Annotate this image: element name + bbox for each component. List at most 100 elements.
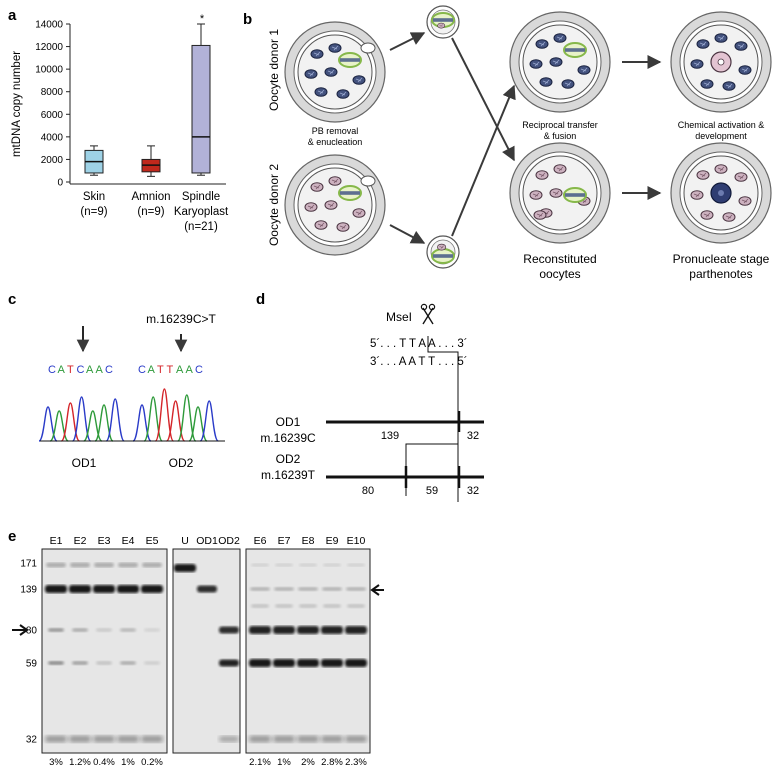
box-iqr [191, 44, 211, 174]
lane-label: OD2 [218, 535, 240, 547]
pronucleate-line1: Pronucleate stage [673, 252, 770, 266]
group-label-line2: (n=9) [80, 206, 107, 218]
karyoplast-1 [426, 5, 460, 39]
group-label-line1: Spindle [182, 191, 220, 203]
reconstituted-oocyte-2 [509, 142, 611, 244]
heteroplasmy-percent: 1.2% [69, 757, 91, 768]
arrow-to-karyoplast1 [389, 32, 426, 51]
gel-band [117, 735, 139, 743]
chromatogram-peak [105, 398, 125, 442]
base-T: T [157, 364, 164, 376]
oocyte-donor2 [284, 154, 386, 256]
gel-band [144, 628, 160, 632]
y-tick-label: 4000 [41, 132, 64, 143]
gel-band [298, 587, 318, 591]
gel-band [299, 563, 317, 567]
bottom-strand: 3´. . . A A T T . . . 5´ [370, 356, 468, 368]
panel-label-d: d [256, 291, 265, 308]
chromatograms [38, 388, 219, 442]
karyoplast-2 [426, 235, 460, 269]
gel-band [219, 626, 239, 634]
od2-name: OD2 [276, 452, 301, 466]
scissors-icon [420, 303, 436, 325]
arrow-139bp-marker [370, 584, 384, 596]
gel-band [96, 628, 112, 632]
group-label-line1: Skin [83, 191, 105, 203]
od1-fragment-139: 139 [381, 430, 399, 442]
arrow-to-karyoplast2 [389, 224, 426, 244]
activated-oocyte-2 [670, 142, 772, 244]
size-marker: 80 [26, 626, 38, 637]
gel-band [323, 563, 341, 567]
gel-band [322, 587, 342, 591]
gel-band [70, 562, 90, 568]
gel-band [347, 563, 365, 567]
od2-fragment-59: 59 [426, 485, 438, 497]
size-marker: 171 [20, 559, 37, 570]
lane-label: E3 [98, 535, 111, 547]
chromatogram-peak [38, 406, 58, 442]
od1-fragment-32: 32 [467, 430, 479, 442]
heteroplasmy-percent: 3% [49, 757, 63, 768]
gel-band [69, 585, 91, 593]
panel-label-a: a [8, 7, 17, 24]
boxplot-chart: mtDNA copy number 0200040006000800010000… [11, 13, 229, 233]
chromatogram-peak [199, 400, 219, 442]
od1-allele: m.16239C [260, 431, 316, 445]
gel-band [197, 585, 217, 593]
gel-band [174, 564, 196, 572]
od2-fragment-80: 80 [362, 485, 374, 497]
gel-band [251, 563, 269, 567]
base-C: C [48, 364, 56, 376]
enzyme-label: MseI [386, 310, 412, 324]
mutation-label: m.16239C>T [146, 312, 216, 326]
lane-label: E5 [146, 535, 159, 547]
y-tick-label: 10000 [35, 65, 63, 76]
od1-name: OD1 [276, 415, 301, 429]
gel-band [72, 661, 88, 665]
panel-label-c: c [8, 291, 16, 308]
group-label-line2: (n=9) [137, 206, 164, 218]
y-tick-label: 6000 [41, 110, 64, 121]
gel-band [219, 736, 239, 742]
gel-band [93, 585, 115, 593]
od2-fragment-32: 32 [467, 485, 479, 497]
lane-label: E1 [50, 535, 63, 547]
size-marker: 59 [26, 659, 38, 670]
gel-band [297, 626, 319, 634]
gel-band [251, 604, 269, 608]
od1-sample-label: OD1 [72, 456, 97, 470]
gel-band [297, 659, 319, 667]
panel-label-b: b [243, 11, 252, 28]
lane-label: E2 [74, 535, 87, 547]
gel-band [297, 735, 319, 743]
reconstituted-line2: oocytes [539, 267, 580, 281]
od2-sample-label: OD2 [169, 456, 194, 470]
gel-band [273, 735, 295, 743]
base-A: A [176, 364, 184, 376]
y-tick-label: 12000 [35, 42, 63, 53]
transfer-schematic: Oocyte donor 1 Oocyte donor 2 PB removal… [267, 5, 772, 281]
lane-label: U [181, 535, 189, 547]
arrow-80bp-marker [12, 624, 29, 636]
gel-band [219, 659, 239, 667]
lane-label: E6 [254, 535, 267, 547]
base-T: T [67, 364, 74, 376]
gel-band [249, 659, 271, 667]
top-strand: 5´. . . T T A A . . . 3´ [370, 338, 468, 350]
gel-band [118, 562, 138, 568]
gel-band [142, 562, 162, 568]
oocyte-donor1 [284, 21, 386, 123]
gel-band [345, 626, 367, 634]
y-axis-label: mtDNA copy number [11, 51, 23, 157]
gel-band [96, 661, 112, 665]
arrow-cross-up [451, 84, 516, 237]
gel-band [46, 562, 66, 568]
gel-band [45, 585, 67, 593]
restriction-map: MseI 5´. . . T T A A . . . 3´ 3´. . . A … [260, 303, 484, 502]
gel-band [48, 661, 64, 665]
reconstituted-oocyte-1 [509, 11, 611, 113]
panel-label-e: e [8, 528, 16, 545]
transfer-line2: & fusion [544, 131, 577, 141]
